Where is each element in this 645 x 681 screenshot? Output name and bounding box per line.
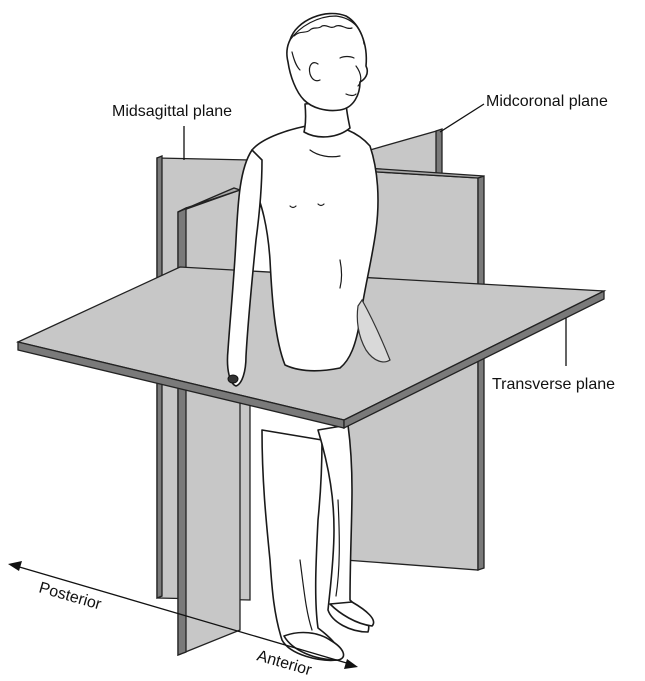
midsagittal-plane-front <box>178 188 240 655</box>
transverse-plane-label: Transverse plane <box>492 376 615 393</box>
midcoronal-plane-label: Midcoronal plane <box>486 93 608 110</box>
posterior-label: Posterior <box>37 580 104 614</box>
midsagittal-plane-label: Midsagittal plane <box>112 103 232 120</box>
midcoronal-leader <box>440 104 484 132</box>
